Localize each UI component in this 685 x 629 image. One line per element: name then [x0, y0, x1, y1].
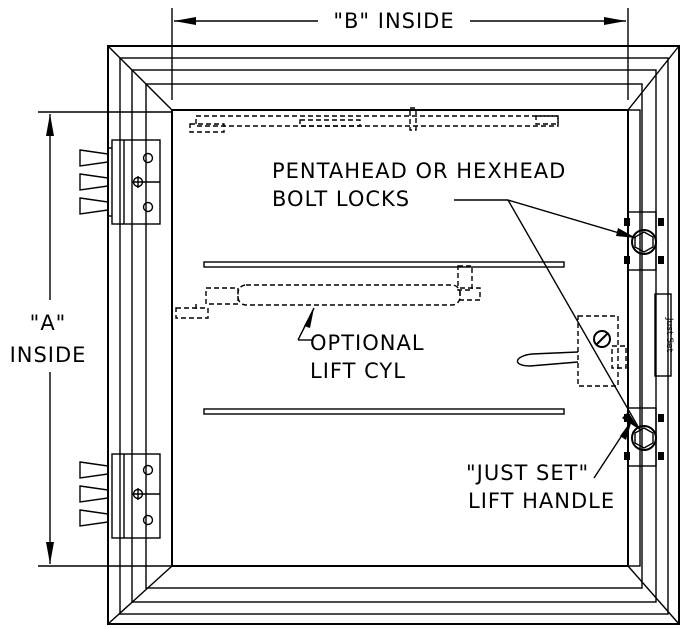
- hexhead-bolt-icon: [634, 231, 654, 253]
- just-set-plate: [654, 293, 672, 377]
- bolt-lock-top: [624, 211, 664, 271]
- lift-cyl-label-line1: OPTIONAL: [310, 331, 425, 355]
- dimension-a: "A" INSIDE: [10, 111, 172, 567]
- dimension-b-label: "B" INSIDE: [333, 9, 454, 33]
- lift-handle-label-line2: LIFT HANDLE: [468, 489, 615, 513]
- hinge-top: [79, 139, 161, 225]
- bolt-locks-label-line1: PENTAHEAD OR HEXHEAD: [272, 159, 566, 183]
- callout-lift-handle: "JUST SET" LIFT HANDLE: [466, 419, 633, 513]
- lift-cyl-label-line2: LIFT CYL: [310, 359, 406, 383]
- lift-cylinder: [175, 265, 481, 319]
- top-hidden-bar: [189, 107, 559, 133]
- arrow-right-icon: [604, 17, 626, 25]
- callout-lift-cylinder: OPTIONAL LIFT CYL: [297, 307, 425, 383]
- lift-handle: [516, 315, 627, 387]
- screw-head-icon: [593, 330, 611, 348]
- just-set-plate-text: Just Set: [664, 317, 674, 353]
- dimension-a-label: "A": [30, 311, 67, 335]
- hinge-bottom: [79, 453, 161, 539]
- arrow-up-icon: [46, 114, 54, 136]
- dimension-a-sublabel: INSIDE: [10, 343, 87, 367]
- lift-handle-label-line1: "JUST SET": [466, 461, 589, 485]
- dimension-b: "B" INSIDE: [171, 8, 629, 100]
- arrow-left-icon: [174, 17, 196, 25]
- hinge-knuckle-icon: [79, 149, 109, 167]
- stiffener-bars: [203, 261, 565, 415]
- hexhead-bolt-icon: [634, 427, 654, 449]
- callout-bolt-locks: PENTAHEAD OR HEXHEAD BOLT LOCKS: [272, 159, 641, 431]
- door-frame: Just Set: [107, 45, 680, 625]
- bolt-locks-label-line2: BOLT LOCKS: [272, 187, 410, 211]
- arrow-down-icon: [46, 542, 54, 564]
